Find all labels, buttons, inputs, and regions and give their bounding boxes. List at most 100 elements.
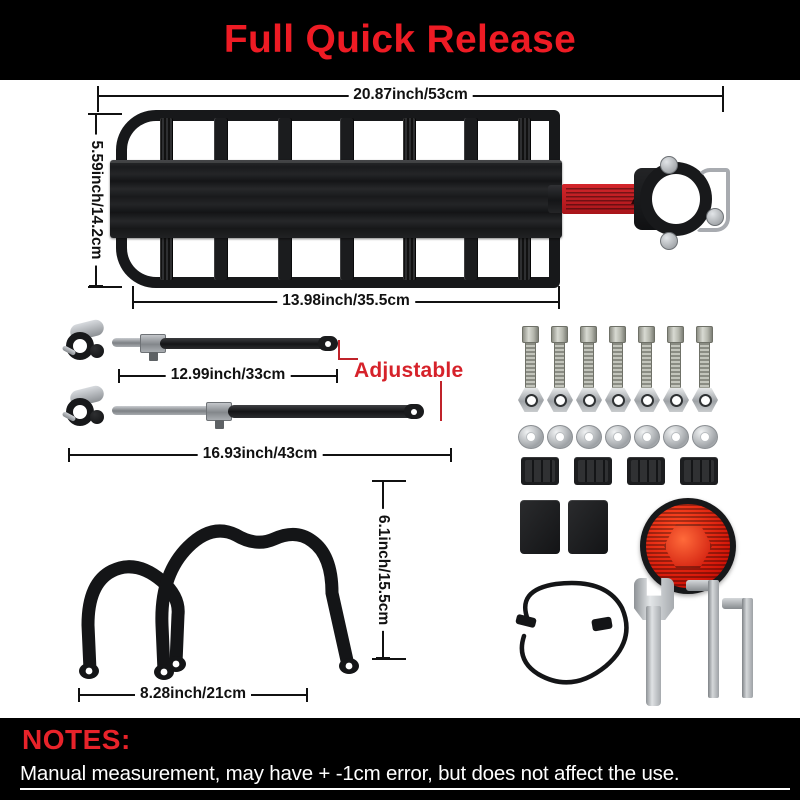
rack-slat-top-7: [518, 118, 531, 162]
rack-platform: [110, 160, 562, 238]
dimension-cap-top: [89, 113, 103, 115]
notes-label: NOTES:: [22, 724, 131, 755]
qr-ring: [66, 398, 94, 426]
dimension-cap-left: [132, 295, 134, 309]
warning-text-lines: [566, 188, 634, 210]
bolt-3: [580, 326, 597, 391]
reflector-lens: [646, 504, 730, 588]
qr-ring: [66, 332, 94, 360]
rack-slat-bottom-7: [518, 236, 531, 280]
allen-key-large: [686, 580, 726, 698]
cord-end-clip-left: [515, 614, 537, 628]
rack-slat-bottom-2: [214, 236, 228, 280]
ext-line-top-height: [88, 113, 122, 115]
bolt-head: [696, 326, 713, 343]
strut-lower-bar: [228, 405, 414, 418]
nut-7: [692, 388, 718, 412]
dimension-rack-platform-length: 13.98inch/35.5cm: [132, 289, 560, 313]
red-round-reflector: [640, 498, 736, 594]
rack-slat-top-1: [160, 118, 173, 162]
bolt-head: [638, 326, 655, 343]
rack-slat-top-4: [340, 118, 354, 162]
nut-4: [605, 388, 631, 412]
dimension-label: 5.59inch/14.2cm: [86, 134, 106, 266]
rack-slat-top-6: [464, 118, 478, 162]
bolt-shank: [641, 343, 652, 387]
rack-slat-top-3: [278, 118, 292, 162]
nut-5: [634, 388, 660, 412]
allen-key-short-arm: [686, 580, 718, 591]
bolt-shank: [612, 343, 623, 387]
dimension-cap-right: [450, 448, 452, 462]
bolt-1: [522, 326, 539, 391]
dimension-cap-right: [722, 89, 724, 103]
bolt-shank: [583, 343, 594, 387]
nut-1: [518, 388, 544, 412]
dimension-cap-top: [376, 480, 390, 482]
stay-eyelet-hole-2: [172, 660, 180, 668]
washer-1: [518, 425, 544, 449]
nut-3: [576, 388, 602, 412]
rack-slat-top-5: [403, 118, 416, 162]
rack-slat-top-2: [214, 118, 228, 162]
dimension-cap-bottom: [376, 657, 390, 659]
stays-svg: [79, 524, 359, 680]
dimension-label: 6.1inch/15.5cm: [373, 508, 393, 631]
washer-5: [634, 425, 660, 449]
rack-slat-bottom-1: [160, 236, 173, 280]
reflector-hex-center: [664, 524, 712, 568]
dimension-rack-overall-length: 20.87inch/53cm: [97, 83, 724, 107]
rubber-pad-flat-1: [520, 500, 560, 554]
dimension-label: 8.28inch/21cm: [135, 682, 251, 706]
stay-eyelet-hole-1: [85, 667, 93, 675]
dimension-cap-left: [78, 688, 80, 702]
cord-svg: [515, 580, 629, 685]
bolt-head: [580, 326, 597, 343]
bolt-5: [638, 326, 655, 391]
elastic-bungee-cord: [510, 578, 632, 688]
dimension-label: 12.99inch/33cm: [165, 363, 291, 387]
clamp-bolt-top: [660, 156, 678, 174]
allen-key-long-arm: [708, 580, 719, 698]
rubber-pad-grooved-3: [627, 457, 665, 485]
strut-lower-adjust-collar: [206, 402, 232, 429]
strut-upper-quick-release-head: [60, 318, 112, 362]
stay-right-path: [155, 524, 355, 678]
curved-mounting-stays: [60, 475, 380, 680]
adjustable-label: Adjustable: [354, 359, 464, 382]
bolt-head: [551, 326, 568, 343]
rubber-pad-grooved-2: [574, 457, 612, 485]
clamp-bolt-bottom: [660, 232, 678, 250]
rubber-pad-grooved-4: [680, 457, 718, 485]
wrench-handle: [646, 606, 661, 706]
dimension-label: 13.98inch/35.5cm: [277, 289, 415, 313]
dimension-cap-left: [118, 369, 120, 383]
dimension-label: 16.93inch/43cm: [197, 442, 323, 466]
adjustable-leader-top: [338, 340, 340, 360]
rack-slat-bottom-5: [403, 236, 416, 280]
bolt-head: [522, 326, 539, 343]
dimension-rack-height: 5.59inch/14.2cm: [86, 113, 106, 287]
dimension-cap-bottom: [89, 285, 103, 287]
washer-7: [692, 425, 718, 449]
bolt-7: [696, 326, 713, 391]
dimension-cap-right: [306, 688, 308, 702]
stay-eyelet-hole-3: [160, 668, 168, 676]
bike-rear-rack: [110, 110, 562, 288]
ext-line-bottom-height: [88, 286, 122, 288]
bolt-shank: [554, 343, 565, 387]
footer-band: [0, 718, 800, 800]
strut-upper-eyelet: [318, 336, 338, 351]
qr-stud: [90, 344, 104, 358]
washer-4: [605, 425, 631, 449]
bolt-6: [667, 326, 684, 391]
stay-left-path: [81, 560, 185, 677]
quick-release-lever: [696, 168, 730, 232]
strut-lower-eyelet: [404, 404, 424, 419]
header-band: [0, 0, 800, 80]
bolt-shank: [699, 343, 710, 387]
allen-key-short-arm: [722, 598, 752, 609]
strut-lower-inner-tube: [112, 406, 224, 415]
dimension-stay-width: 8.28inch/21cm: [78, 682, 308, 706]
dimension-strut-short-length: 12.99inch/33cm: [118, 363, 338, 387]
